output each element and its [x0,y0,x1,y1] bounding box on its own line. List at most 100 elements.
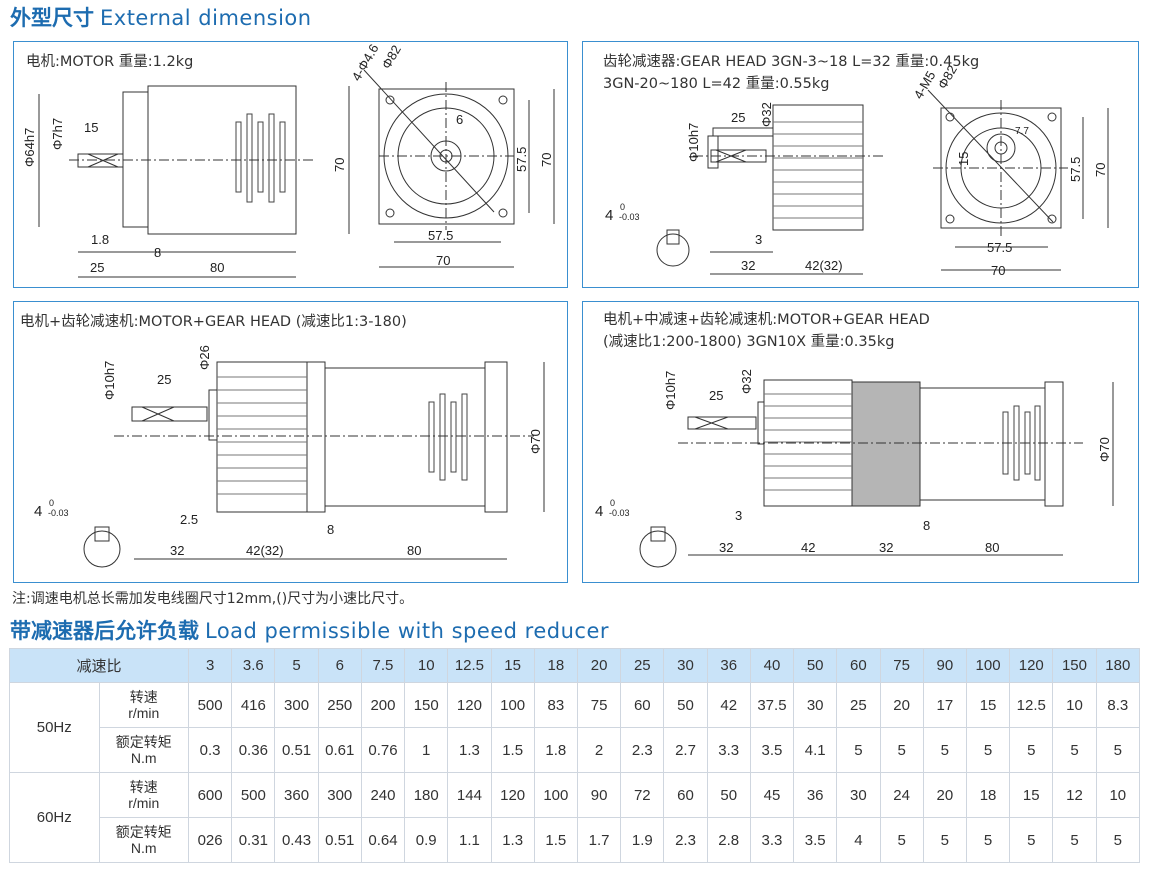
dim-hole: 4-Φ4.6 [349,42,382,84]
value-cell: 5 [922,817,967,863]
dim-key-len: 25 [709,388,723,403]
dim-flange: Φ82 [935,62,960,91]
ratio-cell: 18 [533,648,578,683]
ratio-cell: 50 [793,648,838,683]
dim-boss: Φ26 [197,345,212,370]
value-cell: 100 [490,682,535,728]
value-cell: 36 [793,772,838,818]
value-cell: 20 [922,772,967,818]
dim-tol0: 0 [620,202,625,212]
dim-k4: 70 [1093,163,1108,177]
ratio-cell: 3 [187,648,233,683]
value-cell: 1.9 [620,817,665,863]
value-cell: 2.3 [663,817,708,863]
dim-flange: Φ82 [379,42,404,71]
value-cell: 0.31 [231,817,276,863]
mmg-drawing: Φ10h7 Φ32 25 3 8 32 42 32 80 Φ70 4 0 -0.… [595,369,1114,568]
dim-d3: 25 [90,260,104,275]
dim-shaft: Φ10h7 [663,371,678,410]
value-cell: 300 [317,772,362,818]
value-cell: 5 [965,817,1011,863]
dim-key-len: 25 [157,372,171,387]
value-cell: 83 [533,682,578,728]
dim-d5: 70 [332,158,347,172]
value-cell: 1.3 [447,727,492,773]
value-cell: 1.7 [576,817,622,863]
dim-k3: 57.5 [1068,157,1083,182]
dim-d7: 70 [539,153,554,167]
value-cell: 5 [879,817,924,863]
value-cell: 0.36 [231,727,276,773]
dim-tol: -0.03 [619,212,640,222]
dim-tol: -0.03 [609,508,630,518]
mg-label: 电机+齿轮减速机:MOTOR+GEAR HEAD (减速比1:3-180) [20,314,407,330]
title-cn: 外型尺寸 [10,6,94,30]
dim-tol: -0.03 [48,508,69,518]
value-cell: 1.1 [447,817,492,863]
dim-shaft-dia: Φ7h7 [50,118,65,150]
footnote: 注:调速电机总长需加发电线圈尺寸12mm,()尺寸为小速比尺寸。 [12,591,414,607]
ratio-label: 减速比 [9,648,189,683]
title-en: External dimension [100,6,312,30]
value-cell: 5 [1052,817,1097,863]
mmg-label-2: (减速比1:200-1800) 3GN10X 重量:0.35kg [603,334,895,350]
value-cell: 120 [490,772,535,818]
dim-k5: 57.5 [987,240,1012,255]
value-cell: 3.3 [749,817,795,863]
value-cell: 1.5 [490,727,535,773]
dim-d3: 42(32) [805,258,843,273]
mid-reducer-block [851,381,921,507]
dim-tol0: 0 [610,498,615,508]
dim-key: 4 [34,503,42,520]
dim-k6: 70 [991,263,1005,278]
dim-d3: 32 [170,543,184,558]
load-title-en: Load permissible with speed reducer [205,619,610,643]
value-cell: 5 [922,727,967,773]
value-cell: 100 [533,772,578,818]
ratio-cell: 7.5 [360,648,406,683]
frequency-cell: 60Hz [9,772,100,863]
motor-label: 电机:MOTOR 重量:1.2kg [26,54,194,70]
value-cell: 0.9 [404,817,449,863]
dim-k1: 7.7 [1015,126,1029,137]
value-cell: 15 [965,682,1011,728]
value-cell: 500 [231,772,276,818]
dim-d2: 8 [154,245,161,260]
dim-key: 6 [456,112,463,127]
value-cell: 5 [1095,817,1141,863]
value-cell: 25 [836,682,881,728]
value-cell: 2.3 [620,727,665,773]
ratio-cell: 30 [663,648,708,683]
value-cell: 3.5 [793,817,838,863]
value-cell: 5 [1095,727,1141,773]
value-cell: 2.8 [706,817,751,863]
value-cell: 60 [620,682,665,728]
value-cell: 0.61 [317,727,362,773]
value-cell: 18 [965,772,1011,818]
ratio-cell: 60 [836,648,881,683]
value-cell: 5 [1009,817,1054,863]
value-cell: 45 [749,772,795,818]
value-cell: 150 [404,682,449,728]
ratio-cell: 20 [576,648,622,683]
value-cell: 4.1 [793,727,838,773]
motor-panel: 电机:MOTOR 重量:1.2kg [13,41,568,288]
value-cell: 75 [576,682,622,728]
dim-d8: 57.5 [428,228,453,243]
value-cell: 1.5 [533,817,578,863]
value-cell: 200 [360,682,406,728]
dim-d1: 3 [735,508,742,523]
value-cell: 12.5 [1009,682,1054,728]
value-cell: 3.5 [749,727,795,773]
dim-key: 4 [595,503,603,520]
value-cell: 72 [620,772,665,818]
value-cell: 5 [965,727,1011,773]
mmg-label-1: 电机+中减速+齿轮减速机:MOTOR+GEAR HEAD [603,312,930,328]
